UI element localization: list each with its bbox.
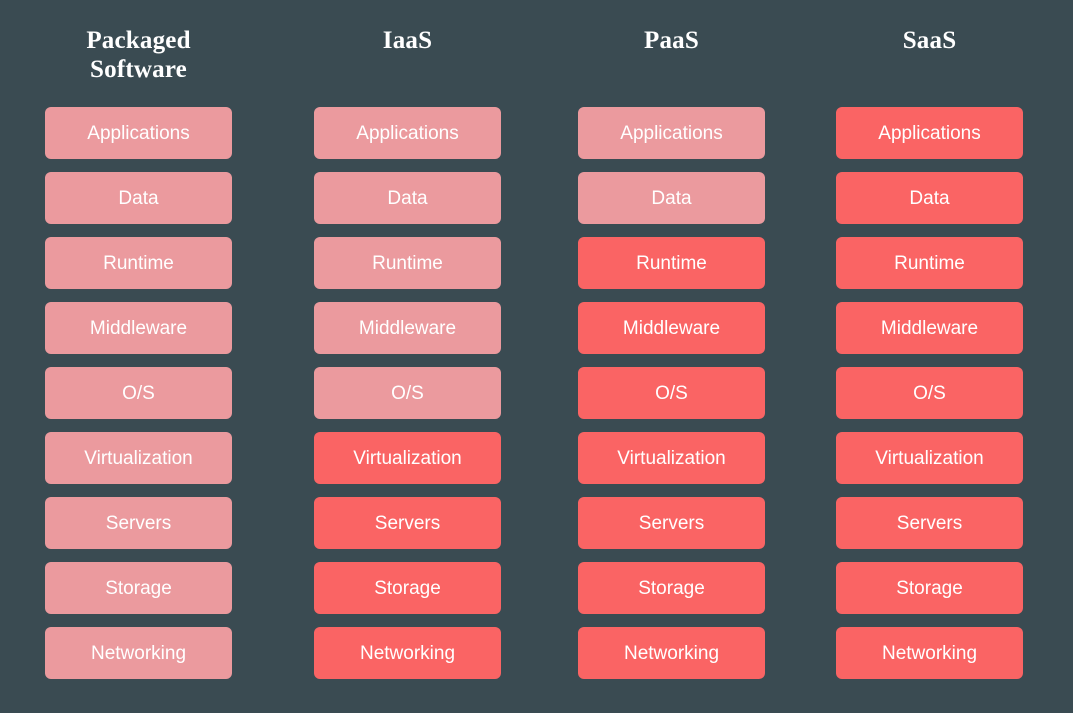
layer-box-saas-data[interactable]: Data bbox=[836, 172, 1023, 224]
layer-box-iaas-servers[interactable]: Servers bbox=[314, 497, 501, 549]
layer-box-iaas-runtime[interactable]: Runtime bbox=[314, 237, 501, 289]
layer-box-saas-applications[interactable]: Applications bbox=[836, 107, 1023, 159]
layer-box-saas-storage[interactable]: Storage bbox=[836, 562, 1023, 614]
layer-box-paas-data[interactable]: Data bbox=[578, 172, 765, 224]
column-header-line: Software bbox=[90, 56, 187, 83]
column-header-line: IaaS bbox=[382, 27, 433, 54]
layer-box-iaas-virtualization[interactable]: Virtualization bbox=[314, 432, 501, 484]
layer-box-packaged-software-virtualization[interactable]: Virtualization bbox=[45, 432, 232, 484]
layer-box-packaged-software-networking[interactable]: Networking bbox=[45, 627, 232, 679]
layer-box-saas-virtualization[interactable]: Virtualization bbox=[836, 432, 1023, 484]
layer-box-paas-runtime[interactable]: Runtime bbox=[578, 237, 765, 289]
layer-box-paas-storage[interactable]: Storage bbox=[578, 562, 765, 614]
layer-box-iaas-data[interactable]: Data bbox=[314, 172, 501, 224]
layer-box-iaas-middleware[interactable]: Middleware bbox=[314, 302, 501, 354]
layer-box-packaged-software-applications[interactable]: Applications bbox=[45, 107, 232, 159]
layer-box-paas-servers[interactable]: Servers bbox=[578, 497, 765, 549]
layer-box-saas-networking[interactable]: Networking bbox=[836, 627, 1023, 679]
layer-box-packaged-software-data[interactable]: Data bbox=[45, 172, 232, 224]
layer-box-packaged-software-runtime[interactable]: Runtime bbox=[45, 237, 232, 289]
layer-box-iaas-o-s[interactable]: O/S bbox=[314, 367, 501, 419]
column-header-line: SaaS bbox=[902, 27, 957, 54]
layer-box-saas-o-s[interactable]: O/S bbox=[836, 367, 1023, 419]
column-header-paas: PaaS bbox=[578, 26, 765, 55]
layer-box-paas-networking[interactable]: Networking bbox=[578, 627, 765, 679]
layer-box-iaas-applications[interactable]: Applications bbox=[314, 107, 501, 159]
column-header-line: Packaged bbox=[86, 27, 191, 54]
layer-box-iaas-networking[interactable]: Networking bbox=[314, 627, 501, 679]
column-header-iaas: IaaS bbox=[314, 26, 501, 55]
column-header-line: PaaS bbox=[644, 27, 699, 54]
layer-box-paas-middleware[interactable]: Middleware bbox=[578, 302, 765, 354]
layer-box-paas-o-s[interactable]: O/S bbox=[578, 367, 765, 419]
layer-box-paas-applications[interactable]: Applications bbox=[578, 107, 765, 159]
layer-box-packaged-software-servers[interactable]: Servers bbox=[45, 497, 232, 549]
layer-box-packaged-software-middleware[interactable]: Middleware bbox=[45, 302, 232, 354]
layer-box-saas-middleware[interactable]: Middleware bbox=[836, 302, 1023, 354]
layer-box-saas-runtime[interactable]: Runtime bbox=[836, 237, 1023, 289]
layer-box-saas-servers[interactable]: Servers bbox=[836, 497, 1023, 549]
layer-box-packaged-software-storage[interactable]: Storage bbox=[45, 562, 232, 614]
column-header-saas: SaaS bbox=[836, 26, 1023, 55]
layer-box-packaged-software-o-s[interactable]: O/S bbox=[45, 367, 232, 419]
layer-box-paas-virtualization[interactable]: Virtualization bbox=[578, 432, 765, 484]
layer-box-iaas-storage[interactable]: Storage bbox=[314, 562, 501, 614]
